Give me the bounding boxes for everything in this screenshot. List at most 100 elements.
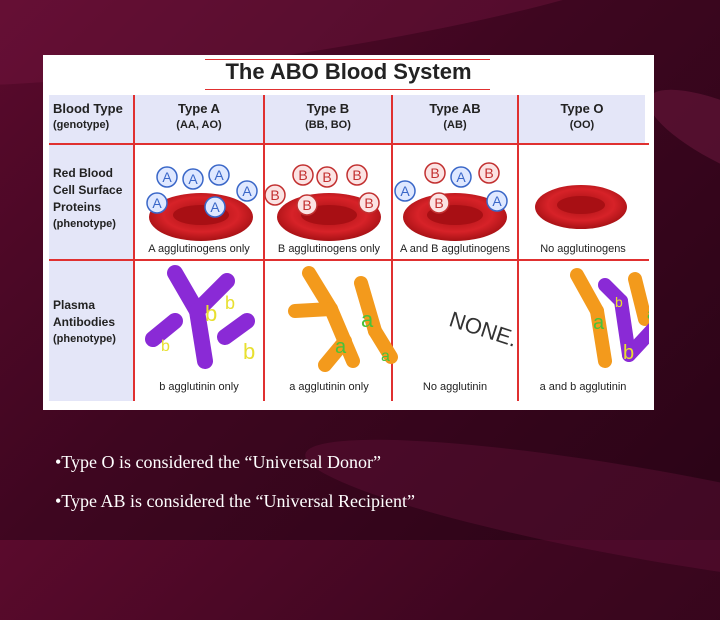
svg-text:B: B — [322, 169, 331, 185]
header-blood-type: Blood Type (genotype) — [49, 95, 133, 143]
rbc-label-sub: (phenotype) — [53, 218, 116, 230]
antigen-b-marker: B — [292, 164, 314, 186]
svg-text:B: B — [302, 197, 311, 213]
antibody-cluster-anti-a-and-b: a b b a — [570, 268, 649, 368]
antigen-a-marker: A — [208, 164, 230, 186]
none-text: NONE. — [446, 306, 520, 351]
svg-text:A: A — [188, 171, 198, 187]
type-o-genotype: (OO) — [569, 119, 595, 131]
antibody-shape — [288, 266, 398, 372]
antibody-b-label: b — [161, 338, 170, 355]
antigen-b-marker: B — [428, 192, 450, 214]
antibody-cluster-anti-b: b b b b — [145, 265, 255, 369]
antigen-b-marker: B — [358, 192, 380, 214]
type-ab-genotype: (AB) — [443, 119, 467, 131]
title-rule-top — [205, 59, 490, 60]
grid-line — [263, 95, 265, 401]
row-label-rbc: Red Blood Cell Surface Proteins (phenoty… — [49, 145, 133, 259]
rbc-caption-a: A agglutinogens only — [148, 243, 250, 255]
antigen-b-marker: B — [264, 184, 286, 206]
antibody-b-label: b — [623, 342, 634, 364]
grid-line — [517, 95, 519, 401]
antibody-shape — [598, 278, 649, 362]
header-type-o: Type O (OO) — [519, 95, 645, 143]
antibody-b-label: b — [225, 293, 235, 313]
antigen-b-marker: B — [346, 164, 368, 186]
antibody-shape — [145, 265, 255, 369]
plasma-caption-ab: No agglutinin — [422, 381, 488, 393]
plasma-label-sub: (phenotype) — [53, 333, 116, 345]
antigen-a-marker: A — [236, 180, 258, 202]
rbc-label-2: Cell Surface — [53, 183, 123, 197]
header-type-b: Type B (BB, BO) — [265, 95, 391, 143]
rbc-type-b: B B B B B B — [264, 164, 381, 241]
title-rule-bottom — [205, 89, 490, 90]
bullet-item: •Type O is considered the “Universal Don… — [55, 452, 381, 472]
abo-table: Blood Type (genotype) Type A (AA, AO) Ty… — [49, 95, 649, 403]
type-b-name: Type B — [306, 101, 350, 116]
plasma-caption-o: a and b agglutinin — [539, 381, 627, 393]
rbc-illustrations: A A A A A A B B B B B B B — [146, 162, 627, 241]
svg-text:A: A — [152, 195, 162, 211]
antigen-b-marker: B — [478, 162, 500, 184]
antibody-a-label: a — [335, 336, 347, 358]
antibody-a-label: a — [593, 312, 605, 334]
grid-line — [391, 95, 393, 401]
svg-text:A: A — [210, 199, 220, 215]
rbc-type-o — [535, 185, 627, 229]
rbc-label-3: Proteins — [53, 200, 102, 214]
svg-text:A: A — [242, 183, 252, 199]
row-label-plasma: Plasma Antibodies (phenotype) — [49, 261, 133, 401]
svg-text:B: B — [270, 187, 279, 203]
antigen-a-marker: A — [204, 196, 226, 218]
header-label: Blood Type — [53, 101, 123, 116]
antibody-b-label: b — [205, 301, 217, 326]
antigen-a-marker: A — [450, 166, 472, 188]
rbc-caption-b: B agglutinogens only — [277, 243, 381, 255]
grid-line — [49, 143, 649, 145]
plasma-caption-b: a agglutinin only — [289, 381, 369, 393]
svg-text:A: A — [214, 167, 224, 183]
antibody-a-label: a — [381, 348, 390, 365]
svg-text:B: B — [298, 167, 307, 183]
plasma-label-2: Antibodies — [53, 315, 115, 329]
svg-text:A: A — [162, 169, 172, 185]
rbc-label-1: Red Blood — [53, 166, 113, 180]
grid-line — [49, 259, 649, 261]
svg-text:B: B — [484, 165, 493, 181]
svg-text:B: B — [364, 195, 373, 211]
svg-text:A: A — [456, 169, 466, 185]
grid-line — [133, 95, 135, 401]
antigen-a-marker: A — [182, 168, 204, 190]
svg-text:B: B — [430, 165, 439, 181]
header-label-sub: (genotype) — [53, 119, 110, 131]
antibody-cluster-anti-a: a a a — [288, 266, 398, 372]
type-a-genotype: (AA, AO) — [176, 119, 222, 131]
antibody-a-label: a — [647, 306, 649, 323]
antibody-b-label: b — [243, 339, 255, 364]
antigen-a-marker: A — [146, 192, 168, 214]
antigen-a-marker: A — [394, 180, 416, 202]
rbc-caption-ab: A and B agglutinogens — [399, 243, 511, 255]
figure-title: The ABO Blood System — [225, 59, 472, 84]
svg-text:A: A — [492, 193, 502, 209]
plasma-caption-a: b agglutinin only — [159, 381, 239, 393]
antibody-b-label: b — [615, 294, 623, 310]
type-ab-name: Type AB — [429, 101, 481, 116]
header-type-ab: Type AB (AB) — [393, 95, 517, 143]
cell-dimple — [557, 196, 605, 214]
rbc-caption-o: No agglutinogens — [540, 243, 626, 255]
antigen-b-marker: B — [296, 194, 318, 216]
type-a-name: Type A — [178, 101, 220, 116]
antibody-a-label: a — [361, 307, 374, 332]
plasma-illustrations: b b b b a a a NONE. — [145, 265, 649, 372]
antigen-a-marker: A — [486, 190, 508, 212]
bullet-item: •Type AB is considered the “Universal Re… — [55, 491, 415, 511]
bullet-list: •Type O is considered the “Universal Don… — [55, 452, 415, 530]
plasma-label-1: Plasma — [53, 298, 96, 312]
rbc-type-ab: B A B A B A — [394, 162, 508, 241]
svg-text:B: B — [434, 195, 443, 211]
antibody-shape — [570, 268, 649, 368]
antigen-b-marker: B — [316, 166, 338, 188]
header-type-a: Type A (AA, AO) — [135, 95, 263, 143]
